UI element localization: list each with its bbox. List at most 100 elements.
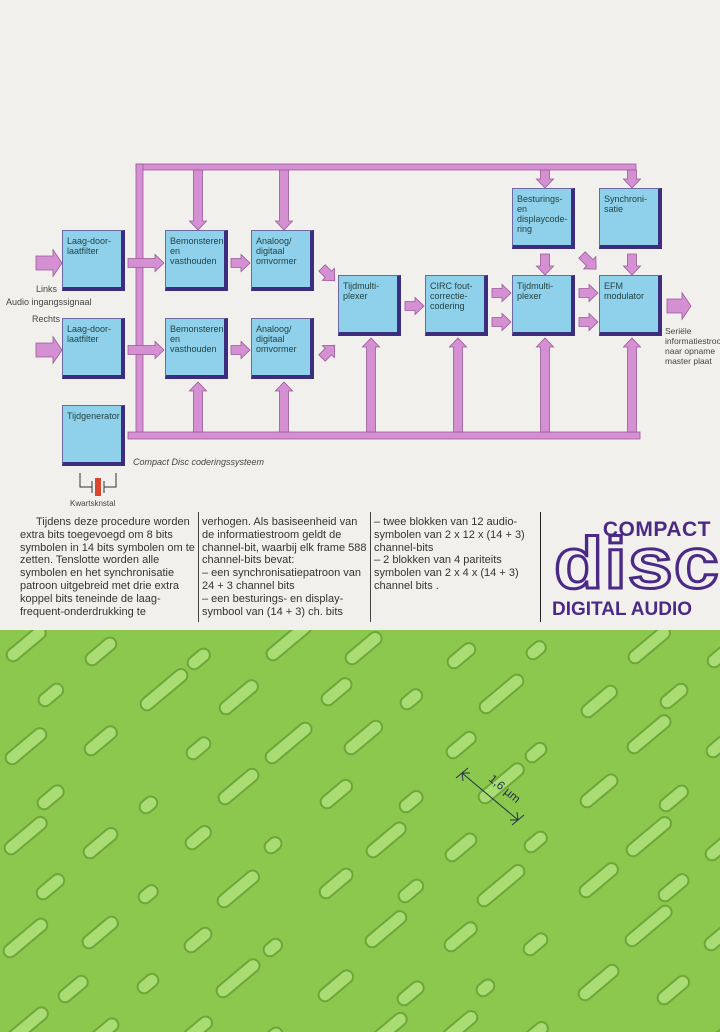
arrow [188,169,208,231]
disc-pits [1,619,720,1032]
pit [344,631,383,666]
arrow [230,253,251,273]
pit [398,789,424,814]
pit [477,762,525,805]
pit [703,915,720,952]
pit [476,864,526,908]
pit [35,873,66,901]
pit [264,721,313,765]
pit [318,867,354,900]
arrow [127,340,165,360]
logo-middle: disc [552,524,720,604]
pit [364,910,408,949]
arrow [622,253,642,276]
pit [521,1021,549,1032]
column-divider [370,512,371,622]
pit [137,884,159,905]
pit [343,719,384,756]
block-sample-hold-bottom: Bemonsteren en vasthouden [165,318,228,379]
pit [36,784,65,811]
pit [704,827,720,862]
block-sample-hold-top: Bemonsteren en vasthouden [165,230,228,291]
pit [446,642,477,670]
text-column-1: Tijdens deze procedure worden extra bits… [20,516,196,618]
signal-bus [127,163,641,440]
pit [478,673,525,715]
pit [217,767,260,806]
block-adc-bottom: Analoog/ digitaal omvormer [251,318,314,379]
text-column-3: – twee blokken van 12 audio-symbolen van… [374,516,536,593]
block-time-generator: Tijdgenerator [62,405,125,466]
pit [81,915,119,950]
pit [182,1015,213,1032]
arrow [274,381,294,433]
pit [657,873,690,903]
arrow [535,253,555,276]
pit [82,826,119,860]
pit [80,1017,120,1032]
pit [525,640,547,661]
block-time-mux-2: Tijdmulti-plexer [512,275,575,336]
pit [702,1017,720,1032]
list-item: – een besturings- en display-symbool van… [202,592,344,618]
block-control-display: Besturings- en displaycode-ring [512,188,575,249]
pit [4,727,48,766]
label-left: Links [36,284,58,294]
pit [656,974,691,1006]
arrow [578,312,599,332]
column-divider [540,512,541,622]
pit [522,932,549,957]
arrow [127,253,165,273]
arrow [274,169,294,231]
arrow [622,169,642,189]
arrow [318,344,336,362]
pit [320,677,353,707]
column-divider [198,512,199,622]
block-filter-right: Laag-door-laatfilter [62,318,125,379]
compact-disc-logo: COMPACT disc DIGITAL AUDIO [550,515,720,625]
pit [399,688,424,711]
crystal-icon [79,473,117,496]
scale-label: 1,6 µm [486,772,523,806]
label-audio-input: Audio ingangssignaal [6,297,92,307]
arrow [361,337,381,433]
arrow [578,251,597,270]
logo-top: COMPACT [602,518,711,541]
pit [659,682,689,710]
pit [443,921,478,953]
bus-top [135,163,637,171]
bus-bottom [127,431,641,440]
block-efm: EFM modulator [599,275,662,336]
coding-system-diagram [35,163,692,440]
list-item: – twee blokken van 12 audio-symbolen van… [374,516,525,554]
pit [579,773,619,809]
pit [523,830,548,854]
arrow [188,381,208,433]
arrow [35,335,63,365]
arrows [35,169,692,433]
pit [84,636,118,667]
pit [444,832,478,863]
paragraph: Tijdens deze procedure worden extra bits… [20,516,195,618]
pit [577,963,620,1002]
arrow [535,169,555,189]
arrow [230,340,251,360]
label-output: Seriële informatiestroom naar opname mas… [665,326,720,366]
block-time-mux-1: Tijdmulti-plexer [338,275,401,336]
pit [186,647,211,671]
logo-bottom: DIGITAL AUDIO [552,599,693,620]
text-column-2: verhogen. Als basiseenheid van de inform… [202,516,368,618]
arrow [491,312,512,332]
arrow [535,337,555,433]
pit [365,821,407,859]
pit [626,714,672,755]
arrow [578,283,599,303]
disc-surface-photo: 1,6 µm [0,619,720,1032]
label-crystal: Kwartsknstal [70,499,116,508]
pit [397,878,425,904]
pit [2,917,49,959]
pit [138,795,159,815]
pit [57,974,89,1004]
arrow [491,283,512,303]
